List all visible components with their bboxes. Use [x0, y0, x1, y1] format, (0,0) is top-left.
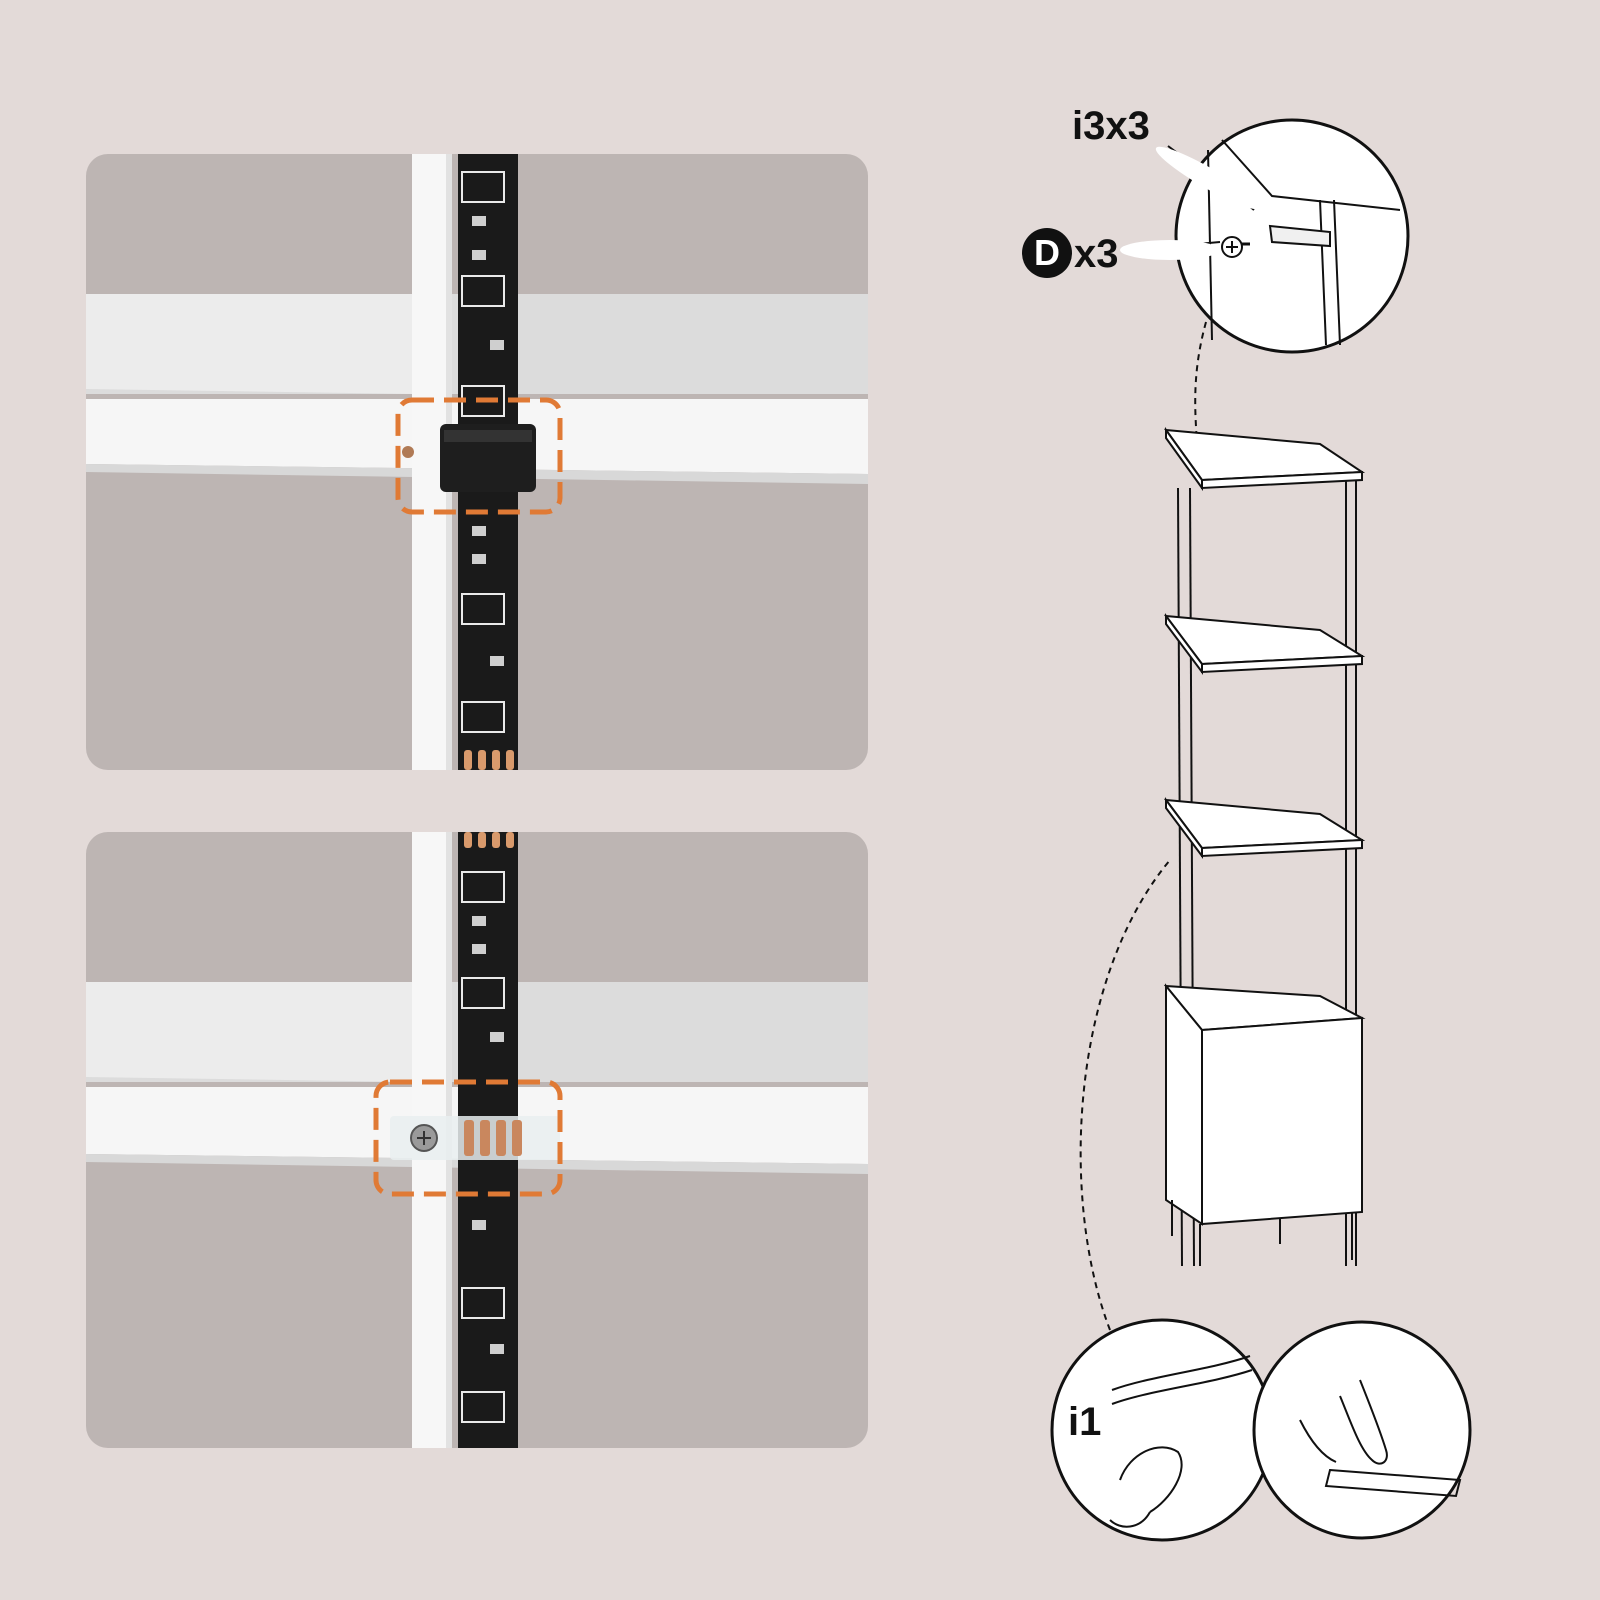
screw-quantity: x3	[1074, 232, 1119, 276]
adhesive-tape-icon	[1324, 1468, 1462, 1498]
photo-panel-connector	[86, 154, 868, 770]
photo-panel-screw-clip	[86, 832, 868, 1448]
detail-circle-press	[1252, 1320, 1472, 1540]
highlight-box	[395, 397, 563, 515]
part-label-clip: i3x3	[1072, 104, 1150, 148]
screw-badge: D	[1022, 228, 1072, 278]
screw-icon	[1221, 236, 1243, 258]
led-strip-connector-illustration	[86, 154, 868, 770]
highlight-box	[373, 1079, 563, 1197]
corner-shelf-tower	[1163, 426, 1366, 1267]
hand-icon	[1119, 1446, 1183, 1513]
led-strip-clip-illustration	[86, 832, 868, 1448]
screw-icon	[402, 446, 414, 458]
part-label-tape: i1	[1068, 1400, 1102, 1444]
